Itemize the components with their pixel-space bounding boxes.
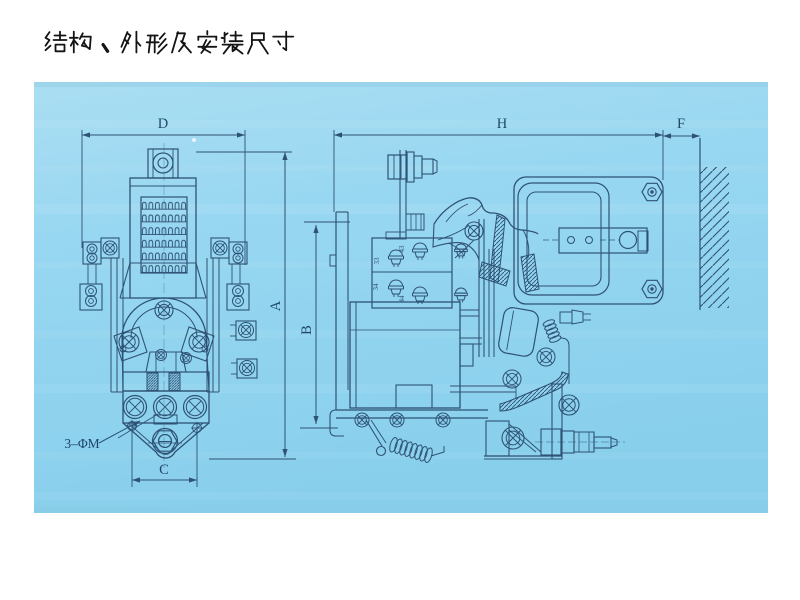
svg-text:43: 43 — [398, 245, 406, 253]
svg-text:B: B — [299, 325, 315, 335]
svg-text:C: C — [159, 462, 169, 478]
svg-text:3–ΦM: 3–ΦM — [64, 436, 99, 451]
svg-text:H: H — [497, 116, 508, 132]
svg-text:33: 33 — [373, 257, 381, 265]
svg-text:44: 44 — [398, 295, 406, 303]
svg-text:A: A — [268, 300, 284, 311]
svg-text:D: D — [158, 116, 168, 132]
svg-text:34: 34 — [372, 283, 380, 291]
svg-text:F: F — [677, 116, 685, 132]
